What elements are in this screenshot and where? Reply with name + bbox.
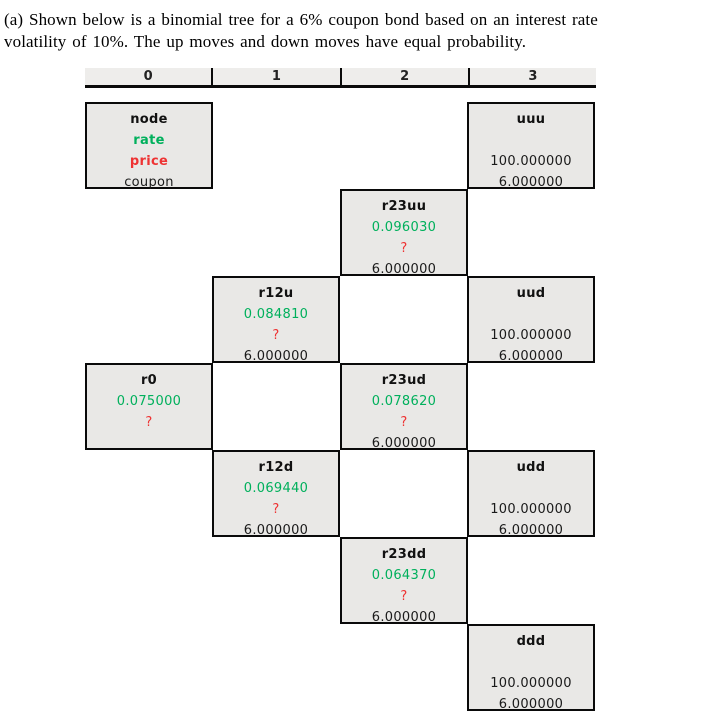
node-r23dd: r23dd 0.064370 ? 6.000000 [340,537,468,625]
node-rate [469,130,593,151]
legend-rate-label: rate [133,133,165,148]
node-r12u: r12u 0.084810 ? 6.000000 [212,276,340,364]
legend-node-label: node [130,112,168,127]
node-rate [469,304,593,325]
node-coupon: 6.000000 [371,436,437,451]
node-coupon: 6.000000 [498,697,564,712]
node-coupon: 6.000000 [243,523,309,538]
timeline-col-0: 0 [85,68,211,85]
legend-price-label: price [129,154,169,169]
node-r23uu: r23uu 0.096030 ? 6.000000 [340,189,468,277]
node-rate: 0.084810 [243,307,309,322]
timeline-label: 3 [528,69,538,84]
node-price: 100.000000 [490,328,572,343]
node-rate [469,652,593,673]
node-name: r12u [258,286,294,301]
node-coupon: 6.000000 [243,349,309,364]
node-coupon [87,433,211,454]
legend-coupon-label: coupon [124,175,174,190]
timeline-header: 0 1 2 3 [85,68,596,88]
timeline-label: 1 [271,69,281,84]
legend-box: node rate price coupon [85,102,213,190]
node-name: r0 [140,373,158,388]
node-name: r12d [258,460,294,475]
node-name: uuu [516,112,546,127]
node-price: ? [272,502,280,517]
node-price: 100.000000 [490,676,572,691]
node-name: r23ud [381,373,427,388]
node-coupon: 6.000000 [498,175,564,190]
node-ddd: ddd 100.000000 6.000000 [467,624,595,712]
timeline-label: 2 [400,69,410,84]
node-name: ddd [516,634,546,649]
node-uuu: uuu 100.000000 6.000000 [467,102,595,190]
node-rate: 0.078620 [371,394,437,409]
node-name: udd [516,460,546,475]
node-coupon: 6.000000 [371,262,437,277]
node-name: uud [516,286,546,301]
node-rate: 0.069440 [243,481,309,496]
node-price: 100.000000 [490,154,572,169]
problem-statement-line2: volatility of 10%. The up moves and down… [4,32,527,51]
node-r23ud: r23ud 0.078620 ? 6.000000 [340,363,468,451]
problem-statement-line1: (a) Shown below is a binomial tree for a… [4,10,598,29]
timeline-col-2: 2 [339,68,468,85]
node-name: r23dd [381,547,427,562]
node-price: ? [145,415,153,430]
node-rate [469,478,593,499]
node-rate: 0.096030 [371,220,437,235]
node-price: 100.000000 [490,502,572,517]
node-price: ? [400,241,408,256]
node-rate: 0.075000 [116,394,182,409]
node-rate: 0.064370 [371,568,437,583]
node-coupon: 6.000000 [371,610,437,625]
node-price: ? [272,328,280,343]
node-r12d: r12d 0.069440 ? 6.000000 [212,450,340,538]
timeline-col-1: 1 [211,68,339,85]
node-udd: udd 100.000000 6.000000 [467,450,595,538]
node-coupon: 6.000000 [498,523,564,538]
node-price: ? [400,589,408,604]
timeline-col-3: 3 [467,68,596,85]
problem-statement: (a) Shown below is a binomial tree for a… [4,9,694,53]
timeline-label: 0 [143,69,153,84]
node-name: r23uu [381,199,427,214]
node-price: ? [400,415,408,430]
node-uud: uud 100.000000 6.000000 [467,276,595,364]
node-coupon: 6.000000 [498,349,564,364]
node-r0: r0 0.075000 ? [85,363,213,450]
